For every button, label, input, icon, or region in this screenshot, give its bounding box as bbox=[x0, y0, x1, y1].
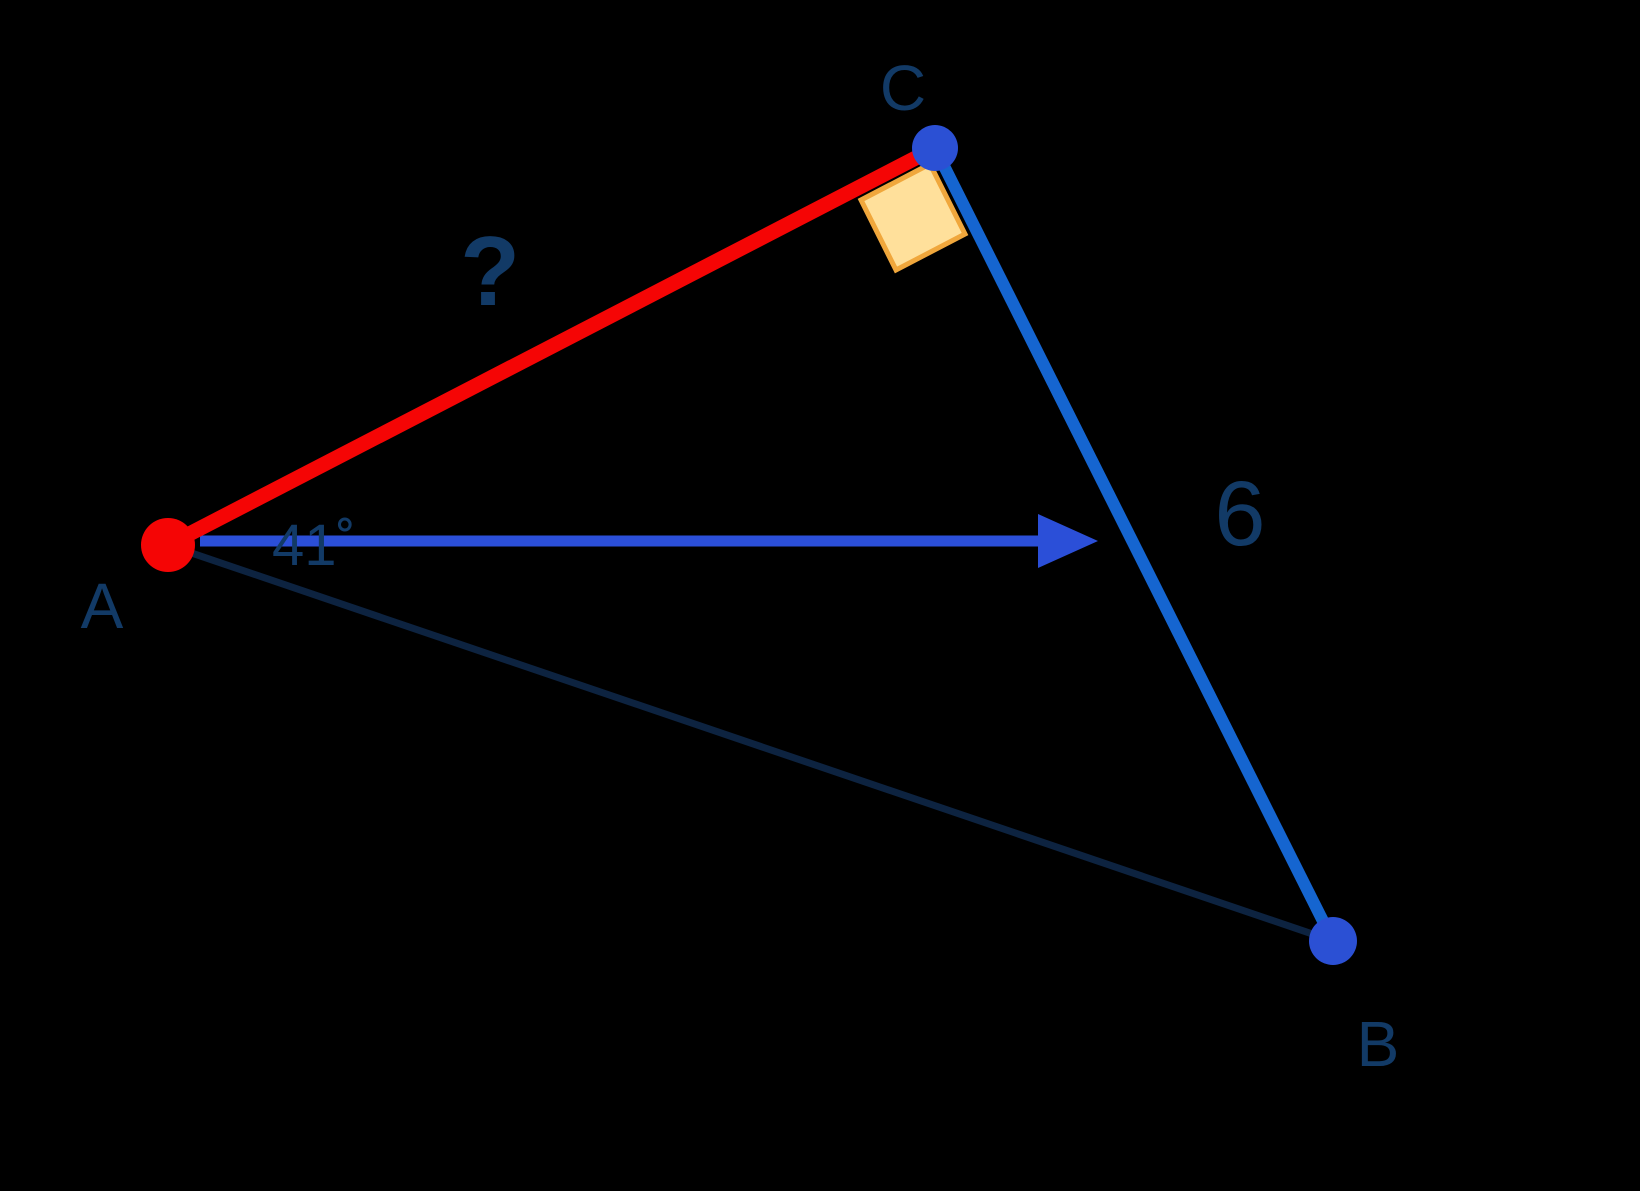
segment-CB bbox=[929, 145, 1339, 944]
label-vertex-A: A bbox=[81, 570, 124, 642]
label-side-AC-unknown: ? bbox=[460, 216, 520, 326]
vertex-B-dot bbox=[1309, 917, 1357, 965]
right-angle-marker bbox=[857, 160, 969, 274]
segment-AC bbox=[164, 141, 939, 552]
label-angle-at-A: 41˚ bbox=[272, 513, 356, 578]
vertex-A-dot bbox=[141, 518, 195, 572]
segment-AB bbox=[166, 541, 1335, 945]
bearing-arrowhead bbox=[1038, 514, 1098, 568]
label-side-BC-length: 6 bbox=[1214, 463, 1265, 565]
label-vertex-B: B bbox=[1357, 1008, 1400, 1080]
vertex-C-dot bbox=[912, 125, 958, 171]
label-vertex-C: C bbox=[880, 52, 926, 124]
